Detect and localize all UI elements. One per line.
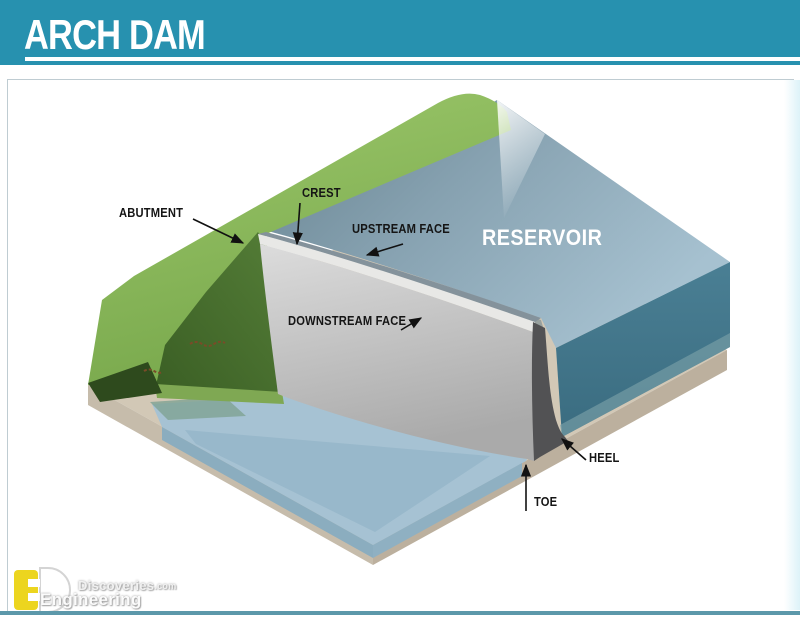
- label-abutment: ABUTMENT: [119, 205, 184, 220]
- heel-arrow: [561, 438, 587, 461]
- brand-name-bottom: Engineering: [40, 590, 142, 609]
- hill-shadow-face: [155, 232, 278, 395]
- right-edge-fade: [784, 80, 800, 610]
- arch-dam-structure: [258, 232, 568, 461]
- abutment-arrow: [192, 218, 245, 244]
- water-light-reflection: [497, 100, 545, 218]
- header-bar: [0, 0, 800, 65]
- downstream-face-arrow: [400, 317, 423, 331]
- label-downstream-face: DOWNSTREAM FACE: [288, 313, 407, 328]
- reservoir-side-waterline: [560, 333, 730, 437]
- leader-arrows: [192, 202, 587, 511]
- base-front-right-face: [373, 350, 727, 565]
- label-reservoir: RESERVOIR: [482, 225, 603, 250]
- reservoir-side-face: [556, 262, 730, 437]
- logo-e-shape: [14, 570, 40, 610]
- dam-downstream-wall: [260, 244, 534, 461]
- content-frame: [7, 79, 794, 612]
- brand-watermark: Discoveries.com Engineering: [10, 566, 250, 614]
- abutment-hill: [88, 93, 511, 404]
- pool-side-right: [373, 463, 522, 558]
- crest-arrow: [292, 202, 303, 246]
- grass-marks: [143, 368, 164, 374]
- pool-green-shallow: [150, 397, 246, 420]
- pool-side-left: [162, 427, 373, 558]
- reservoir-surface: [264, 100, 730, 348]
- page-title: ARCH DAM: [24, 11, 206, 58]
- label-upstream-face: UPSTREAM FACE: [352, 221, 450, 236]
- title-underline: [25, 57, 800, 61]
- label-crest: CREST: [302, 185, 341, 200]
- grass-marks: [189, 340, 226, 347]
- dam-crest-surface: [258, 234, 535, 332]
- footer-accent-line: [0, 611, 800, 615]
- label-heel: HEEL: [589, 450, 620, 465]
- hill-base-band: [155, 384, 284, 404]
- upstream-face-arrow: [365, 243, 404, 257]
- label-toe: TOE: [534, 494, 558, 509]
- brand-name-top: Discoveries.com: [78, 578, 177, 593]
- hill-dark-corner: [88, 362, 162, 402]
- pool-deep-patch: [185, 430, 490, 532]
- upstream-face-sliver: [258, 232, 541, 322]
- dam-profile-section: [531, 322, 568, 461]
- downstream-water: [150, 396, 527, 558]
